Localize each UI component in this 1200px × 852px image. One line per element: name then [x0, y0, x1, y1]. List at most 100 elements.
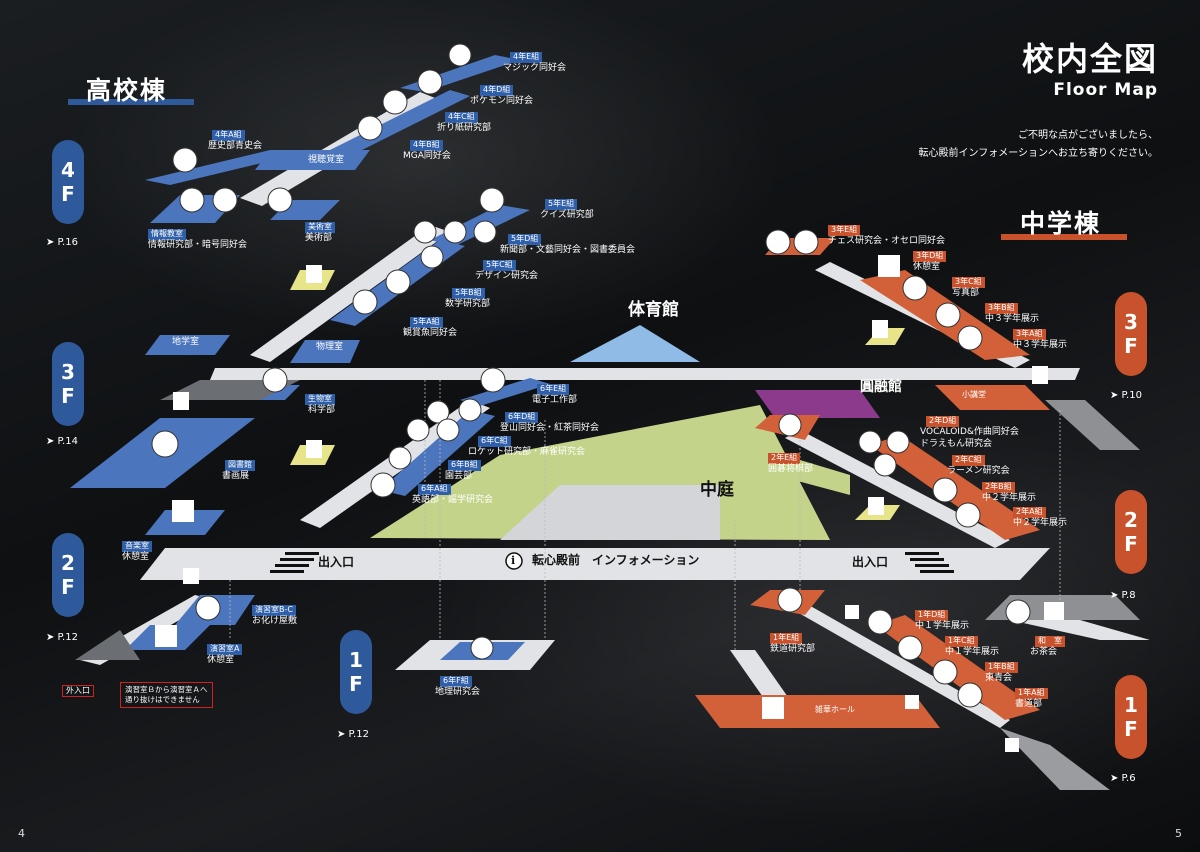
hs-geo-name: 地学室: [172, 337, 200, 347]
restroom-ms-3f-b-icon: [1032, 366, 1048, 384]
ms-1b-name: 東青会: [985, 673, 1013, 683]
ms-small-hall[interactable]: [935, 385, 1050, 410]
ms-3a-name: 中３学年展示: [1013, 340, 1068, 350]
hs-4c-name: 折り紙研究部: [437, 123, 492, 133]
exhibit3b-icon: [935, 302, 961, 328]
exhibit1d-icon: [867, 609, 893, 635]
square-icons: [155, 255, 1064, 752]
ms-title-bar: [1001, 234, 1127, 240]
floor-ref-hs-1f[interactable]: ➤ P.12: [337, 729, 369, 740]
geography-icon: [470, 636, 494, 660]
ghost-icon: [195, 595, 221, 621]
ms-1c-name: 中１学年展示: [945, 647, 1000, 657]
hs-5b-name: 数学研究部: [445, 299, 491, 309]
info-icon-letter: i: [511, 554, 516, 567]
tea-icon: [458, 398, 482, 422]
corridor-ms-1f-left[interactable]: [730, 650, 790, 700]
hs-info-tag: 情報教室: [148, 229, 186, 240]
hs-4f-block-mid[interactable]: [330, 90, 470, 156]
restroom-ms-1f-icon: [1044, 602, 1064, 620]
hs-3f-geo[interactable]: [145, 335, 230, 355]
ms-japanese-tag: 和 室: [1035, 636, 1065, 647]
restroom-hs-3f-icon: [306, 265, 322, 283]
ms-building-title: 中学棟: [1020, 209, 1102, 238]
rest-hs-music-icon: [172, 500, 194, 522]
courtyard-label: 中庭: [700, 480, 734, 500]
hs-6b-tag: 6年B組: [448, 460, 481, 471]
corridor-ms-diag-2f[interactable]: [785, 430, 1010, 548]
hs-5e-name: クイズ研究部: [540, 210, 594, 220]
floor-ref-hs-2f[interactable]: ➤ P.12: [46, 632, 78, 643]
hs-5c-name: デザイン研究会: [475, 271, 539, 281]
corridor-3f-cross[interactable]: [210, 368, 1080, 380]
shogi-icon: [778, 413, 802, 437]
ms-2c-name: ラーメン研究会: [947, 466, 1010, 476]
main-corridor-2f[interactable]: [140, 548, 1050, 580]
corridor-ms-diag-1f[interactable]: [790, 600, 1010, 728]
floor-ref-ms-1f[interactable]: ➤ P.6: [1110, 773, 1136, 784]
corridor-hs-diag-3f[interactable]: [250, 225, 450, 362]
floor-ref-ms-2f[interactable]: ➤ P.8: [1110, 590, 1136, 601]
ms-1a-tag: 1年A組: [1015, 688, 1048, 699]
rest-ms-3fd-icon: [878, 255, 900, 277]
doraemon-icon: [886, 430, 910, 454]
ms-1f-dark: [1010, 620, 1150, 640]
restroom-hs-2f-b-icon: [183, 568, 199, 584]
ms-japanese-name: お茶会: [1030, 647, 1058, 657]
mountain-icon: [426, 400, 450, 424]
hs-6f-block-top[interactable]: [460, 378, 550, 406]
gym-shape[interactable]: [570, 325, 700, 362]
hs-av-name: 視聴覚室: [308, 155, 345, 165]
hs-5e-tag: 5年E組: [545, 199, 578, 210]
elevator-ms-1f-icon: [845, 605, 859, 619]
floor-ref-hs-4f[interactable]: ➤ P.16: [46, 237, 78, 248]
gym-label: 体育館: [628, 300, 679, 320]
ms-1d-tag: 1年D組: [915, 610, 949, 621]
ms-1a-name: 書道部: [1015, 699, 1043, 709]
rocket-icon: [406, 418, 430, 442]
hs-lib-tag: 図書館: [225, 460, 255, 471]
hs-4f-block-left[interactable]: [145, 150, 295, 185]
floor-ref-hs-3f[interactable]: ➤ P.14: [46, 436, 78, 447]
hs-4a-name: 歴史部青史会: [208, 141, 263, 151]
hs-praca-tag: 演習室A: [207, 644, 243, 655]
ms-2b-name: 中２学年展示: [982, 493, 1037, 503]
hs-outside-entrance[interactable]: 外入口: [62, 685, 94, 697]
hs-5b-tag: 5年B組: [452, 288, 485, 299]
enyukan-shape[interactable]: [755, 390, 880, 418]
restroom-hs-lib-icon: [173, 392, 189, 410]
ms-dining[interactable]: [695, 695, 940, 728]
hs-6d-name: 登山同好会・紅茶同好会: [500, 423, 600, 433]
hs-6a-tag: 6年A組: [418, 484, 451, 495]
restroom-ms-2f-icon: [868, 497, 884, 515]
english-icon: [370, 472, 396, 498]
book-icon: [443, 220, 467, 244]
hs-3f-phys[interactable]: [290, 340, 360, 363]
hs-2f-music[interactable]: [145, 510, 225, 535]
pokemon-icon: [417, 69, 443, 95]
corridor-ms-1f-exit[interactable]: [1000, 728, 1110, 790]
hs-4e-name: マジック同好会: [503, 63, 567, 73]
hs-4c-tag: 4年C組: [445, 112, 478, 123]
hs-lib-name: 書画展: [222, 471, 250, 481]
ms-2d-tag: 2年D組: [926, 416, 960, 427]
hs-6f-block-mid[interactable]: [380, 410, 495, 496]
hs-6a-name: 英語部・謡学研究会: [412, 495, 494, 505]
quiz-icon: [479, 187, 505, 213]
hs-music-tag: 音楽室: [122, 541, 152, 552]
floor-ref-ms-3f[interactable]: ➤ P.10: [1110, 390, 1142, 401]
hs-4f-av[interactable]: [255, 150, 370, 170]
ms-3c-name: 写真部: [952, 288, 980, 298]
lock-icon: [212, 187, 238, 213]
hs-6b-name: 園芸部: [445, 471, 473, 481]
rest-hs-praca-icon: [155, 625, 177, 647]
ms-1e-tag: 1年E組: [770, 633, 803, 644]
hs-4d-name: ポケモン同好会: [470, 96, 534, 106]
